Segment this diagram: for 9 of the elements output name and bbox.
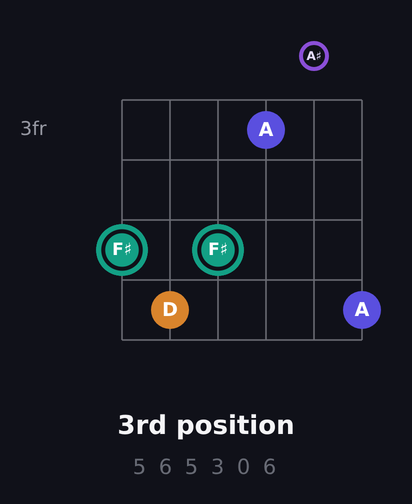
fret-number: 3fr xyxy=(20,118,47,140)
string-fret-numbers: 5 6 5 3 0 6 xyxy=(132,455,280,479)
note-dot: A xyxy=(247,111,285,149)
note-dot: A xyxy=(343,291,381,329)
open-string-marker: A♯ xyxy=(299,41,329,71)
root-note-dot: F♯ xyxy=(192,224,244,276)
root-note-dot: F♯ xyxy=(96,224,148,276)
position-title: 3rd position xyxy=(116,411,296,441)
note-dot: D xyxy=(151,291,189,329)
